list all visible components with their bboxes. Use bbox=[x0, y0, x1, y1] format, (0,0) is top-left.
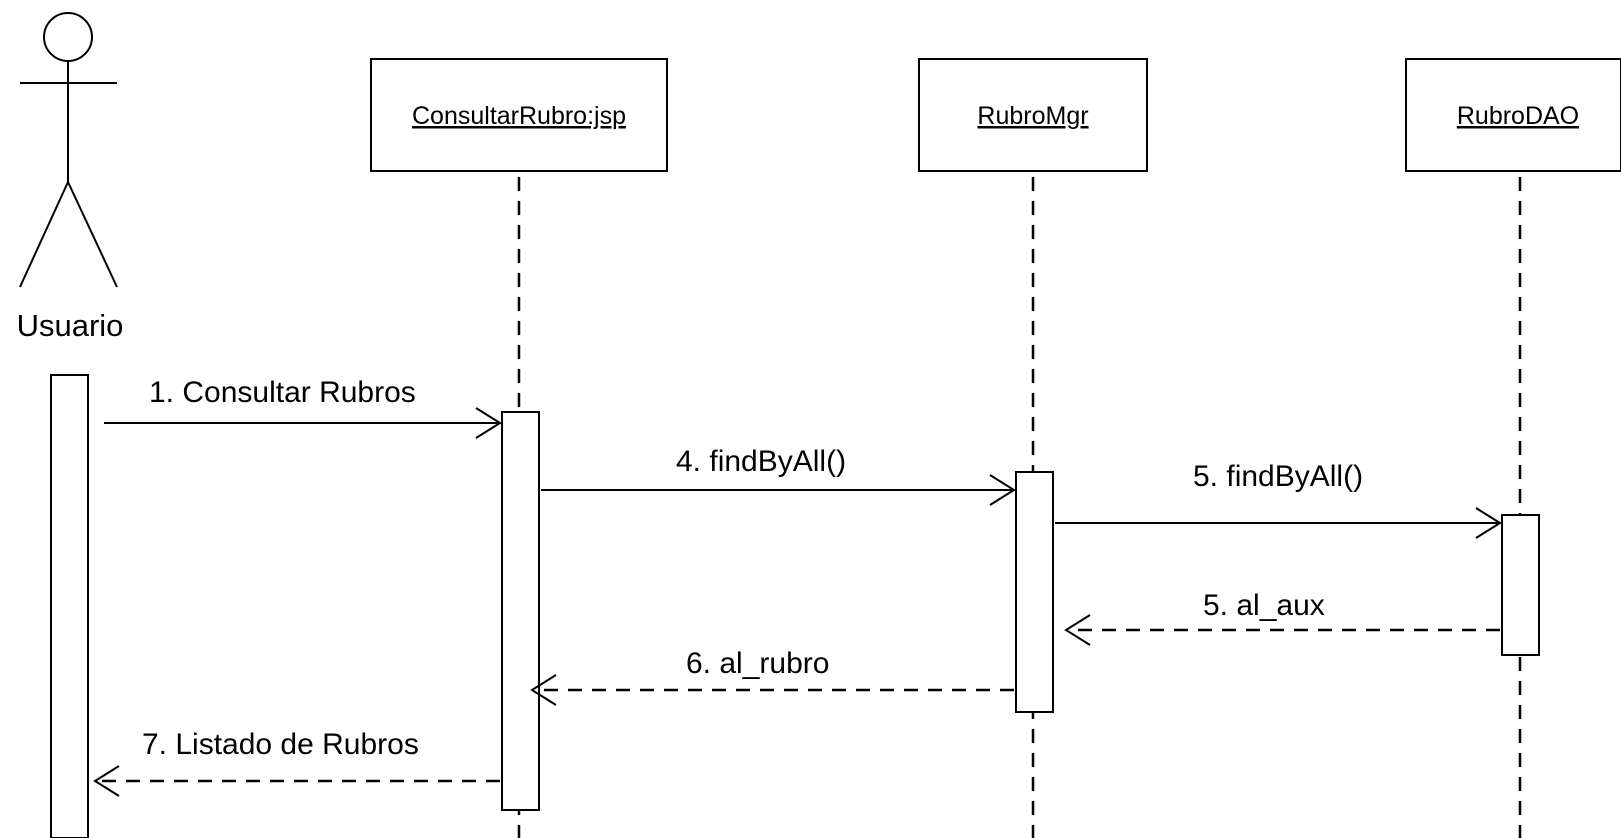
open-arrowhead bbox=[475, 407, 502, 439]
actor-left-leg bbox=[19, 181, 69, 288]
message-listado-de-rubros: 7. Listado de Rubros bbox=[93, 728, 500, 797]
message-label: 5. al_aux bbox=[1203, 589, 1325, 622]
object-box-rubromgr bbox=[918, 58, 1148, 172]
lifeline-rubrodao: RubroDAO bbox=[1405, 58, 1621, 838]
message-findbyall-mgr: 4. findByAll() bbox=[541, 445, 1016, 506]
object-box-rubrodao bbox=[1405, 58, 1621, 172]
message-consultar-rubros: 1. Consultar Rubros bbox=[104, 376, 502, 439]
open-arrowhead bbox=[1064, 614, 1091, 646]
message-label: 4. findByAll() bbox=[676, 445, 846, 478]
message-label: 7. Listado de Rubros bbox=[142, 728, 419, 761]
object-label-rubrodao: RubroDAO bbox=[1457, 102, 1579, 130]
open-arrowhead bbox=[1475, 507, 1502, 539]
actor-head bbox=[43, 12, 93, 62]
lifeline-rubromgr: RubroMgr bbox=[918, 58, 1148, 838]
activation-bar-rubrodao bbox=[1501, 514, 1540, 656]
open-arrowhead bbox=[93, 765, 120, 797]
message-al-aux: 5. al_aux bbox=[1064, 589, 1500, 646]
open-arrowhead bbox=[530, 674, 557, 706]
actor-right-leg bbox=[67, 181, 118, 288]
lifeline-consultarrubro: ConsultarRubro:jsp bbox=[370, 58, 668, 838]
activation-bar-usuario bbox=[50, 374, 89, 838]
message-label: 1. Consultar Rubros bbox=[149, 376, 416, 409]
open-arrowhead bbox=[989, 474, 1016, 506]
object-label-consultarrubro: ConsultarRubro:jsp bbox=[412, 102, 626, 130]
activation-bar-rubromgr bbox=[1015, 471, 1054, 713]
actor-label: Usuario bbox=[17, 308, 124, 343]
object-label-rubromgr: RubroMgr bbox=[977, 102, 1088, 130]
object-box-consultarrubro bbox=[370, 58, 668, 172]
actor-usuario: Usuario bbox=[17, 12, 124, 343]
activation-bar-consultarrubro bbox=[501, 411, 540, 811]
message-label: 6. al_rubro bbox=[686, 647, 829, 680]
message-findbyall-dao: 5. findByAll() bbox=[1055, 460, 1502, 539]
message-label: 5. findByAll() bbox=[1193, 460, 1363, 493]
message-al-rubro: 6. al_rubro bbox=[530, 647, 1014, 706]
